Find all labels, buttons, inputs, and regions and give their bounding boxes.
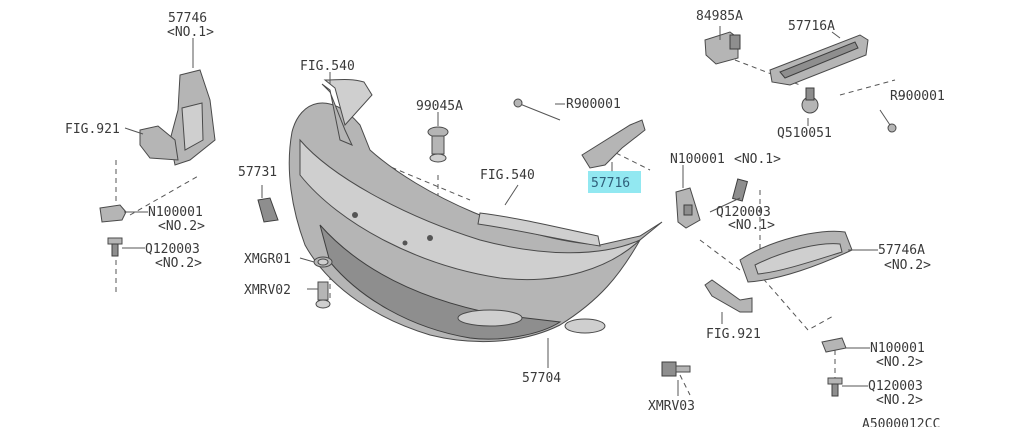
callout-q120003-no1-qualifier: <NO.1> — [728, 218, 775, 233]
callout-57716[interactable]: 57716 — [591, 176, 630, 191]
callout-57746-qualifier: <NO.1> — [167, 25, 214, 40]
upper-reinforcement[interactable] — [321, 79, 373, 146]
leader-lines — [122, 26, 905, 396]
lower-bracket-right[interactable] — [704, 279, 753, 313]
callout-fig540-upper[interactable]: FIG.540 — [300, 59, 355, 74]
callout-xmgr01[interactable]: XMGR01 — [244, 252, 291, 267]
callout-q120003-no2-right[interactable]: Q120003 — [868, 379, 923, 394]
callout-labels: 57746 <NO.1> FIG.540 FIG.921 99045A R900… — [65, 9, 945, 427]
grommet-84985a[interactable] — [704, 31, 741, 65]
bracket-57716[interactable] — [581, 119, 646, 169]
callout-n100001-no2-right-qualifier: <NO.2> — [876, 355, 923, 370]
diagram-id: A5000012CC — [862, 417, 940, 427]
clip-n100001-no1[interactable] — [675, 187, 701, 229]
callout-57746a[interactable]: 57746A — [878, 243, 925, 258]
callout-57746a-qualifier: <NO.2> — [884, 258, 931, 273]
side-bracket-57746a[interactable] — [739, 230, 853, 283]
screw-q120003-no1[interactable] — [731, 178, 749, 202]
bracket-57716a[interactable] — [769, 34, 869, 86]
rivet-r900001-b[interactable] — [879, 109, 897, 133]
screw-q120003-left[interactable] — [107, 237, 123, 257]
clip-n100001-no2-left[interactable] — [99, 204, 127, 223]
side-bracket-57746[interactable] — [139, 69, 216, 166]
callout-99045a[interactable]: 99045A — [416, 99, 463, 114]
screw-q120003-no2-right[interactable] — [827, 377, 843, 397]
callout-xmrv03[interactable]: XMRV03 — [648, 399, 695, 414]
callout-57731[interactable]: 57731 — [238, 165, 277, 180]
callout-n100001-no1-qualifier: <NO.1> — [734, 152, 781, 167]
callout-57716a[interactable]: 57716A — [788, 19, 835, 34]
rivet-xmrv02[interactable] — [315, 281, 331, 309]
callout-q510051[interactable]: Q510051 — [777, 126, 832, 141]
molding-strip[interactable] — [477, 212, 601, 247]
rivet-r900001-a[interactable] — [513, 98, 561, 121]
callout-q120003-no2-left[interactable]: Q120003 — [145, 242, 200, 257]
callout-q120003-no2-right-qualifier: <NO.2> — [876, 393, 923, 408]
callout-57746[interactable]: 57746 — [168, 11, 207, 26]
clip-57731[interactable] — [257, 197, 279, 223]
callout-fig921-right[interactable]: FIG.921 — [706, 327, 761, 342]
callout-r900001-left[interactable]: R900001 — [566, 97, 621, 112]
callout-n100001-no2-left-qualifier: <NO.2> — [158, 219, 205, 234]
callout-n100001-no1[interactable]: N100001 — [670, 152, 725, 167]
callout-n100001-no2-left[interactable]: N100001 — [148, 205, 203, 220]
callout-84985a[interactable]: 84985A — [696, 9, 743, 24]
callout-57704[interactable]: 57704 — [522, 371, 561, 386]
callout-q120003-no2-left-qualifier: <NO.2> — [155, 256, 202, 271]
bolt-q510051[interactable] — [801, 87, 819, 114]
callout-fig921-left[interactable]: FIG.921 — [65, 122, 120, 137]
callout-n100001-no2-right[interactable]: N100001 — [870, 341, 925, 356]
callout-r900001-right[interactable]: R900001 — [890, 89, 945, 104]
callout-fig540-lower[interactable]: FIG.540 — [480, 168, 535, 183]
rivet-99045a[interactable] — [427, 126, 449, 163]
grommet-xmgr01[interactable] — [313, 256, 333, 268]
callout-xmrv02[interactable]: XMRV02 — [244, 283, 291, 298]
callout-q120003-no1[interactable]: Q120003 — [716, 205, 771, 220]
clip-n100001-no2-right[interactable] — [821, 337, 847, 353]
selected-part-highlight — [588, 171, 641, 193]
rivet-xmrv03[interactable] — [661, 361, 691, 377]
front-bumper-57704[interactable] — [288, 102, 663, 343]
